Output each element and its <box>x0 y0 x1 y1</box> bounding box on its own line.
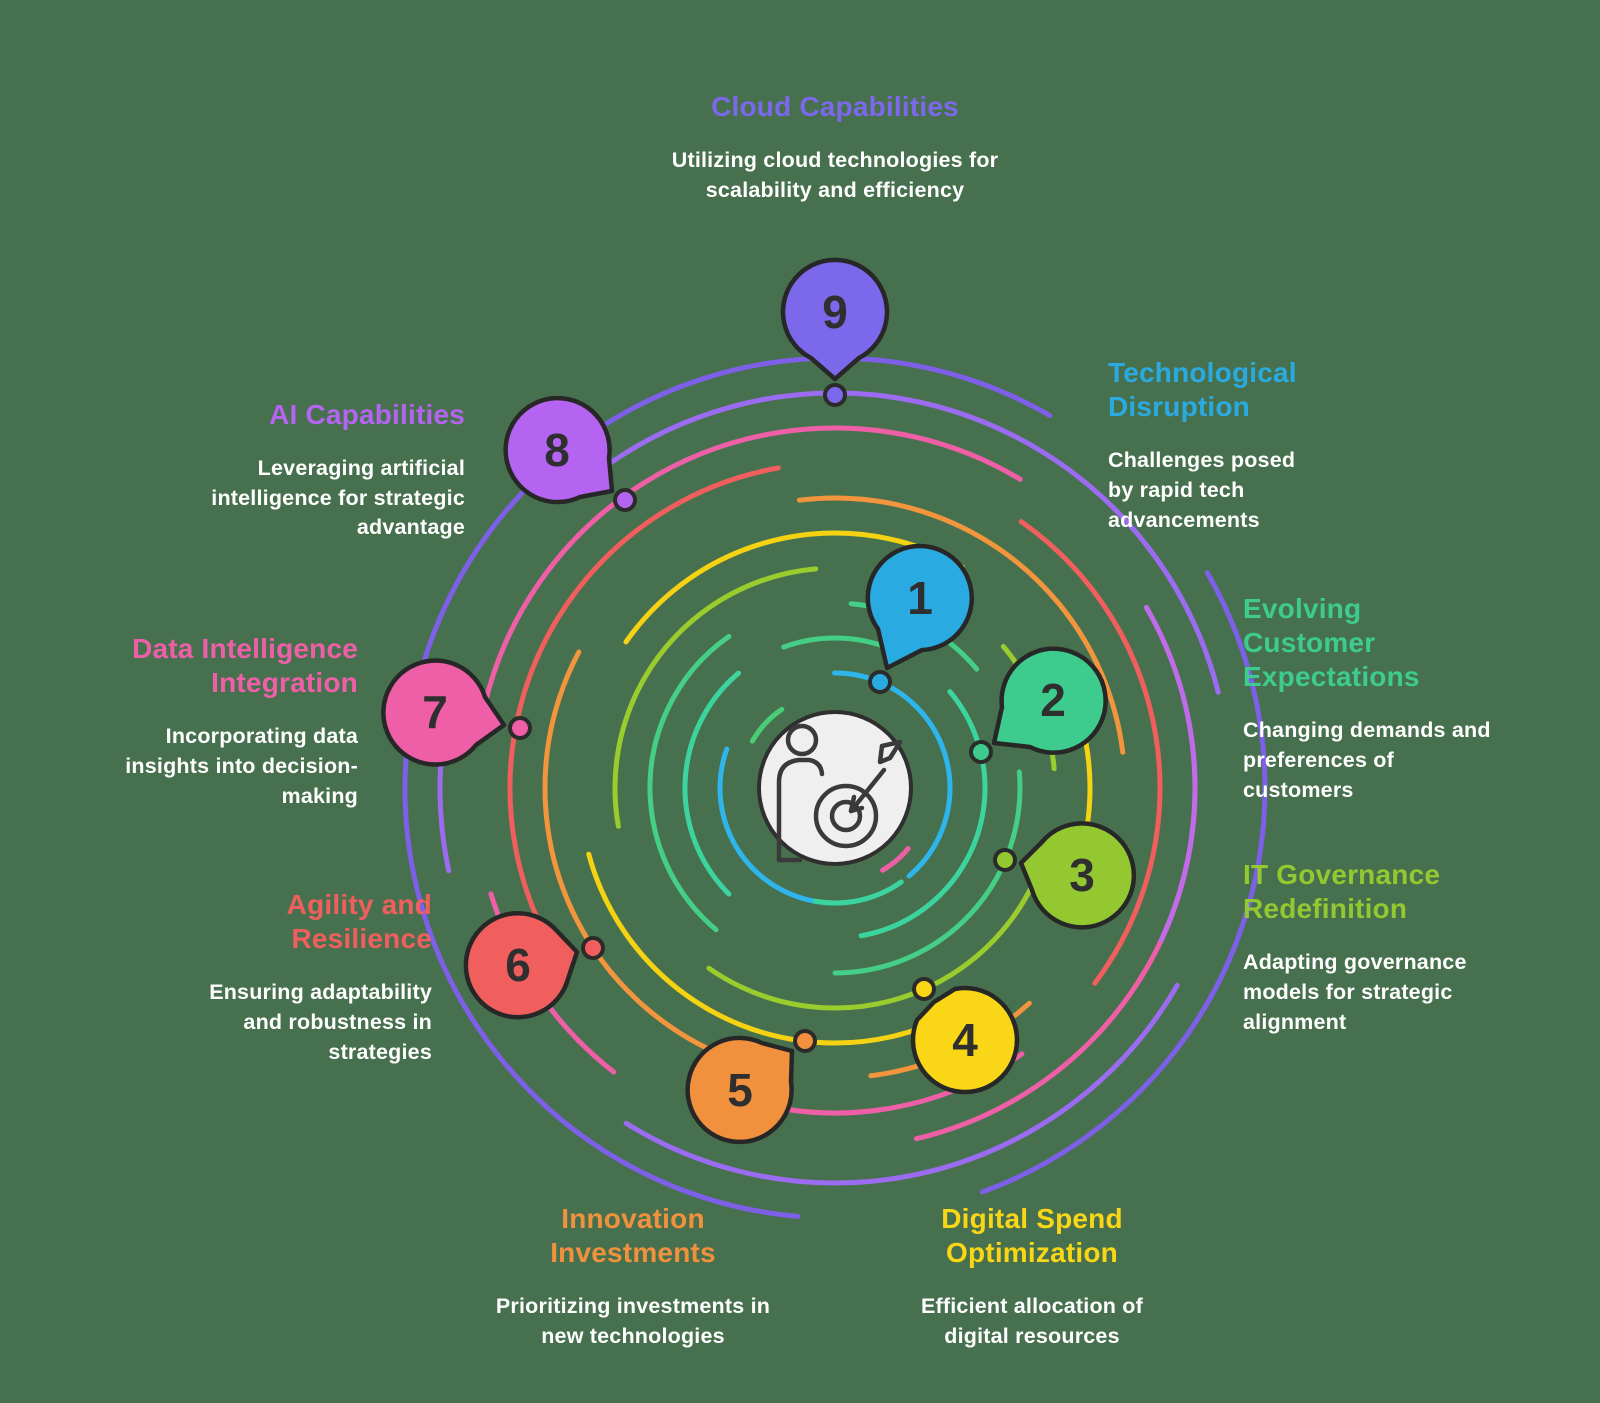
bubble-3: 3 <box>1018 821 1137 930</box>
bubble-number: 1 <box>907 572 933 624</box>
item-description: Leveraging artificial intelligence for s… <box>211 456 465 540</box>
connector-dot-5 <box>793 1029 817 1053</box>
label-data-intelligence-integration: Data Intelligence Integration Incorporat… <box>48 632 358 811</box>
item-description: Incorporating data insights into decisio… <box>125 724 358 808</box>
item-title: IT Governance Redefinition <box>1243 859 1441 925</box>
connector-dots <box>508 383 1017 1053</box>
item-description: Ensuring adaptability and robustness in … <box>209 980 432 1064</box>
label-technological-disruption: Technological Disruption Challenges pose… <box>1108 356 1388 535</box>
bubble-5: 5 <box>685 1035 795 1145</box>
item-title: Evolving Customer Expectations <box>1243 593 1420 693</box>
item-title: AI Capabilities <box>269 399 465 430</box>
item-title: Digital Spend Optimization <box>941 1203 1123 1269</box>
person-target-icon <box>776 723 903 863</box>
bubble-number: 3 <box>1069 849 1095 901</box>
item-description: Utilizing cloud technologies for scalabi… <box>671 148 999 202</box>
item-title: Cloud Capabilities <box>711 91 959 122</box>
item-title: Technological Disruption <box>1108 357 1297 423</box>
bubble-2: 2 <box>991 646 1108 755</box>
bubble-number: 9 <box>822 286 848 338</box>
item-description: Prioritizing investments in new technolo… <box>495 1294 771 1348</box>
item-title: Agility and Resilience <box>286 889 432 955</box>
item-title: Data Intelligence Integration <box>132 633 358 699</box>
connector-dot-9 <box>823 383 847 407</box>
bubble-4: 4 <box>910 985 1020 1095</box>
label-digital-spend-optimization: Digital Spend Optimization Efficient all… <box>862 1202 1202 1352</box>
bubble-number: 6 <box>505 939 531 991</box>
connector-dot-3 <box>993 848 1017 872</box>
bubble-number: 4 <box>952 1014 978 1066</box>
bubble-6: 6 <box>463 911 580 1020</box>
label-it-governance-redefinition: IT Governance Redefinition Adapting gove… <box>1243 858 1543 1037</box>
bubble-9: 9 <box>780 257 890 382</box>
connector-dot-2 <box>969 740 993 764</box>
connector-dot-8 <box>613 488 637 512</box>
bubble-number: 2 <box>1040 674 1066 726</box>
ring-arc <box>682 635 988 941</box>
connector-dot-7 <box>508 716 532 740</box>
label-ai-capabilities: AI Capabilities Leveraging artificial in… <box>145 398 465 543</box>
ring-arc <box>737 690 933 886</box>
connector-dot-4 <box>912 977 936 1001</box>
item-description: Changing demands and preferences of cust… <box>1243 718 1491 802</box>
label-agility-and-resilience: Agility and Resilience Ensuring adaptabi… <box>112 888 432 1067</box>
bubble-7: 7 <box>381 658 507 767</box>
bubble-1: 1 <box>865 543 975 671</box>
ring-arc <box>472 425 1198 1151</box>
label-evolving-customer-expectations: Evolving Customer Expectations Changing … <box>1243 592 1533 805</box>
bubble-number: 7 <box>422 686 448 738</box>
bubbles: 1 2 3 4 5 6 7 <box>381 257 1137 1145</box>
ring-arc <box>682 635 988 941</box>
label-innovation-investments: Innovation Investments Prioritizing inve… <box>463 1202 803 1352</box>
ring-arc <box>717 670 953 906</box>
item-description: Adapting governance models for strategic… <box>1243 950 1467 1034</box>
ring-arc <box>737 690 933 886</box>
ring-arc <box>507 460 1163 1116</box>
center-badge <box>757 710 913 866</box>
bubble-8: 8 <box>503 395 615 505</box>
connector-dot-1 <box>868 670 892 694</box>
bubble-number: 8 <box>544 424 570 476</box>
ring-arc <box>647 600 1023 976</box>
item-title: Innovation Investments <box>550 1203 716 1269</box>
label-cloud-capabilities: Cloud Capabilities Utilizing cloud techn… <box>585 90 1085 205</box>
connector-dot-6 <box>581 936 605 960</box>
item-description: Efficient allocation of digital resource… <box>920 1294 1143 1348</box>
bubble-number: 5 <box>727 1064 753 1116</box>
item-description: Challenges posed by rapid tech advanceme… <box>1108 448 1296 532</box>
